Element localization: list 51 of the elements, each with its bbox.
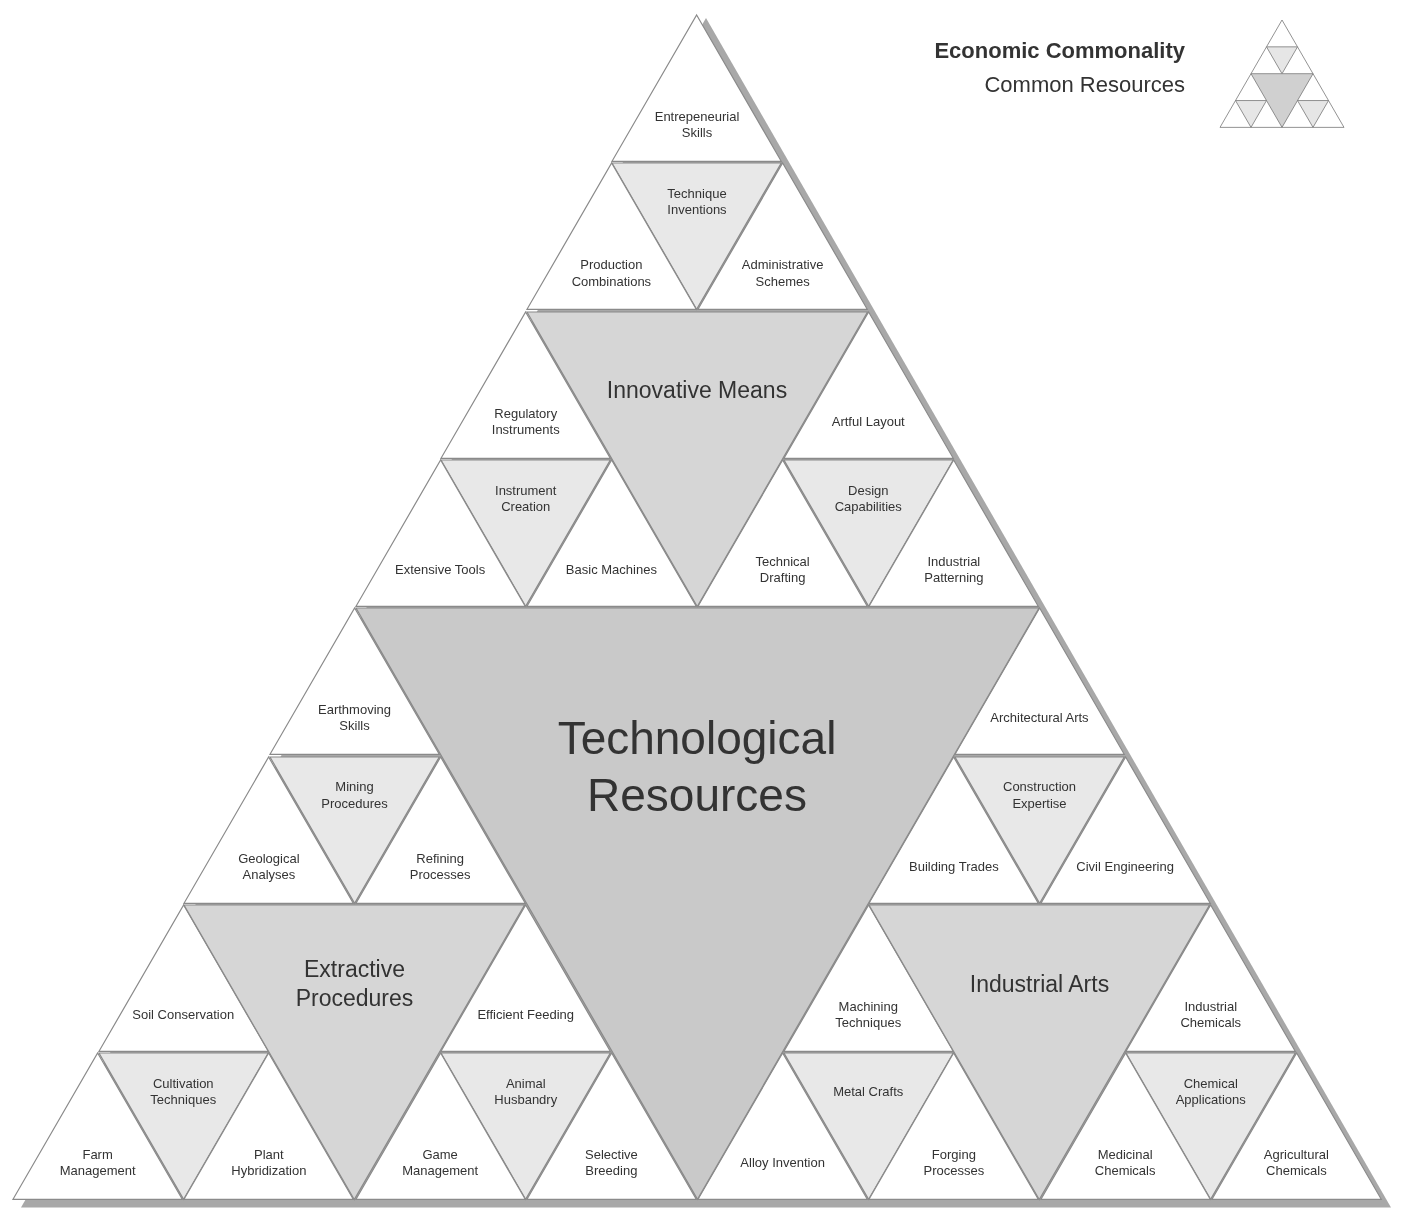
triangle [782,903,954,1053]
tile-label: Administrative Schemes [740,257,825,290]
tile-label: Design Capabilities [833,482,903,516]
tile-label: Alloy Invention [740,1155,825,1172]
tile-label: Plant Hybridization [230,1147,308,1180]
tile-label: Mining Procedures [320,779,389,812]
tile-label: Cultivation Techniques [149,1075,218,1109]
tile-label: Refining Processes [408,850,472,883]
tile-label: Artful Layout [831,413,905,430]
tile-label: Construction Expertise [1002,779,1077,812]
tile-label: Technique Inventions [666,186,728,219]
tile-label: Animal Husbandry [493,1075,559,1109]
triangle [611,14,783,163]
tile-label: Industrial Arts [969,969,1110,999]
heading-text: Economic Commonality [934,38,1185,63]
tile-label: Efficient Feeding [477,1006,575,1024]
triangle [953,607,1126,756]
tile-label: Instrument Creation [494,482,558,516]
tile-label: Selective Breeding [584,1147,639,1180]
tile-label: Production Combinations [570,257,653,290]
triangle [440,903,612,1053]
tile-label: Innovative Means [606,376,788,406]
tile-label: Technological Resources [556,710,838,824]
tile-label: Medicinal Chemicals [1093,1147,1157,1180]
subheading-text: Common Resources [984,72,1185,97]
tile-label: Extensive Tools [395,562,486,579]
tile-label: Forging Processes [922,1147,986,1180]
tile-label: Metal Crafts [833,1084,904,1101]
triangle [868,1052,1040,1201]
tile-label: Chemical Applications [1174,1075,1247,1109]
tile-label: Earthmoving Skills [317,702,392,735]
tile-label: Basic Machines [565,562,657,579]
triangle [697,1052,869,1201]
tile-label: Industrial Chemicals [1179,998,1243,1032]
tile-label: Farm Management [58,1147,137,1180]
tile-label: Architectural Arts [990,710,1089,727]
tile-label: Game Management [401,1147,480,1180]
tile-label: Regulatory Instruments [490,405,561,439]
tile-label: Machining Techniques [834,998,903,1032]
triangle [1125,903,1297,1053]
tile-label: Entrepeneurial Skills [653,108,741,142]
tile-label: Civil Engineering [1076,858,1174,875]
triangle [97,903,269,1053]
tile-label: Geological Analyses [237,850,301,883]
tile-label: Building Trades [909,858,999,875]
tile-label: Soil Conservation [132,1006,235,1024]
tile-label: Technical Drafting [754,553,811,587]
tile-label: Industrial Patterning [923,553,985,587]
triangle [268,607,441,756]
tile-label: Agricultural Chemicals [1262,1147,1330,1180]
tile-label: Extractive Procedures [294,955,415,1013]
